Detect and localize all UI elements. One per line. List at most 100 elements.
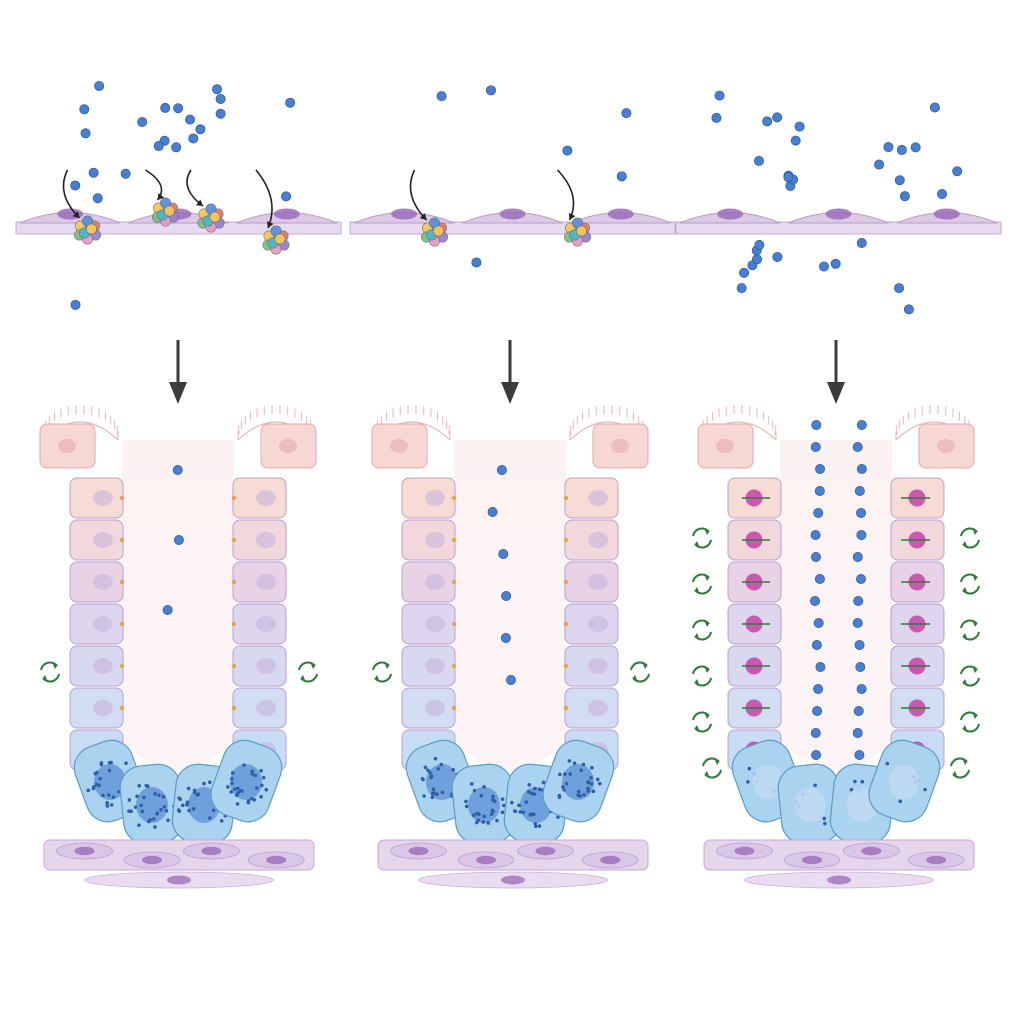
recycle-arc xyxy=(962,723,980,733)
secretory-granule xyxy=(155,811,159,815)
signal-molecule xyxy=(810,552,821,563)
panels xyxy=(15,81,1002,889)
cell-nucleus xyxy=(256,700,276,716)
recycle-arc xyxy=(692,711,710,721)
panel-left xyxy=(15,81,342,889)
stroma-band xyxy=(377,839,649,871)
recycle-marker xyxy=(960,711,980,733)
pale-nucleus xyxy=(752,764,784,800)
recycle-arc xyxy=(960,665,978,675)
receptor-subunit xyxy=(575,225,587,237)
recycle-marker xyxy=(692,711,712,733)
secretory-granule xyxy=(431,787,436,791)
recycle-head xyxy=(695,679,699,684)
recycle-head xyxy=(705,576,709,581)
arrow-head xyxy=(419,213,427,220)
junction-dot xyxy=(231,621,237,627)
signal-molecule xyxy=(856,574,867,585)
cell-nucleus xyxy=(425,658,445,674)
recycle-arc xyxy=(694,677,712,687)
recycle-head xyxy=(963,760,967,765)
recycle-marker xyxy=(702,757,722,779)
secretory-granule xyxy=(429,775,433,780)
recycle-head xyxy=(705,530,709,535)
signal-molecule xyxy=(896,144,907,155)
signal-molecule xyxy=(505,675,516,686)
secretory-granule xyxy=(133,805,138,809)
secretory-granule xyxy=(482,785,486,789)
signal-molecule xyxy=(215,108,226,119)
recycle-head xyxy=(43,675,47,680)
secretory-granule xyxy=(474,820,479,825)
secretory-granule xyxy=(823,821,827,826)
secretory-granule xyxy=(435,792,439,797)
junction-dot xyxy=(451,663,457,669)
signal-molecule xyxy=(120,168,131,179)
secretory-granule xyxy=(492,799,497,804)
arrow-head xyxy=(266,221,274,228)
secretory-granule xyxy=(563,772,567,776)
signal-molecule xyxy=(501,591,512,602)
secretory-granule xyxy=(533,786,537,791)
signal-molecule xyxy=(562,145,573,156)
recycle-head xyxy=(963,633,967,638)
secretory-granule xyxy=(576,789,581,794)
cell-nucleus xyxy=(279,439,297,453)
secretory-granule xyxy=(140,809,145,814)
receptor-subunit xyxy=(86,223,98,235)
secretory-granule xyxy=(586,789,591,793)
junction-dot xyxy=(563,705,569,711)
secretory-granule xyxy=(250,772,255,776)
secretory-granule xyxy=(259,794,263,799)
recycle-marker xyxy=(960,573,980,595)
arrow-head xyxy=(568,213,576,220)
signal-molecule xyxy=(285,97,296,108)
recycle-head xyxy=(963,541,967,546)
signal-molecule xyxy=(188,133,199,144)
secretory-granule xyxy=(464,804,469,809)
secretory-granule xyxy=(576,793,580,797)
signal-molecule xyxy=(952,166,963,177)
signal-molecule xyxy=(854,640,865,651)
cell-nucleus xyxy=(588,490,608,506)
recycle-head xyxy=(715,760,719,765)
secretory-granule xyxy=(106,793,111,797)
recycle-head xyxy=(963,679,967,684)
signal-molecule xyxy=(772,251,783,262)
secretory-granule xyxy=(230,781,234,786)
secretory-granule xyxy=(176,808,181,812)
basal-stroma xyxy=(377,839,649,889)
secretory-granule xyxy=(253,773,258,778)
membrane-layer xyxy=(15,221,342,235)
secretory-granule xyxy=(557,793,562,798)
recycle-arc xyxy=(960,619,978,629)
secretory-granule xyxy=(860,779,865,784)
recycle-marker xyxy=(692,665,712,687)
secretory-granule xyxy=(529,812,534,816)
secretory-granule xyxy=(747,766,752,771)
recycle-head xyxy=(953,771,957,776)
secretory-granule xyxy=(422,794,426,798)
signal-molecule xyxy=(485,85,496,96)
junction-dot xyxy=(563,663,569,669)
signal-molecule xyxy=(70,180,81,191)
signal-molecule xyxy=(815,662,826,673)
signal-molecule xyxy=(811,419,822,430)
secretory-granule xyxy=(226,785,230,789)
secretory-granule xyxy=(142,795,146,800)
junction-dot xyxy=(563,579,569,585)
secretory-granule xyxy=(564,781,569,786)
recycle-arc xyxy=(692,573,710,583)
signal-molecule xyxy=(160,102,171,113)
down-arrow-head xyxy=(501,382,519,404)
recycle-arc xyxy=(952,769,970,779)
cell-nucleus xyxy=(93,490,113,506)
junction-dot xyxy=(119,579,125,585)
junction-dot xyxy=(563,495,569,501)
recycle-head xyxy=(973,622,977,627)
panel-middle xyxy=(349,85,676,889)
stromal-nucleus xyxy=(266,855,287,865)
secretory-granule xyxy=(482,814,487,819)
secretory-granule xyxy=(436,766,441,771)
